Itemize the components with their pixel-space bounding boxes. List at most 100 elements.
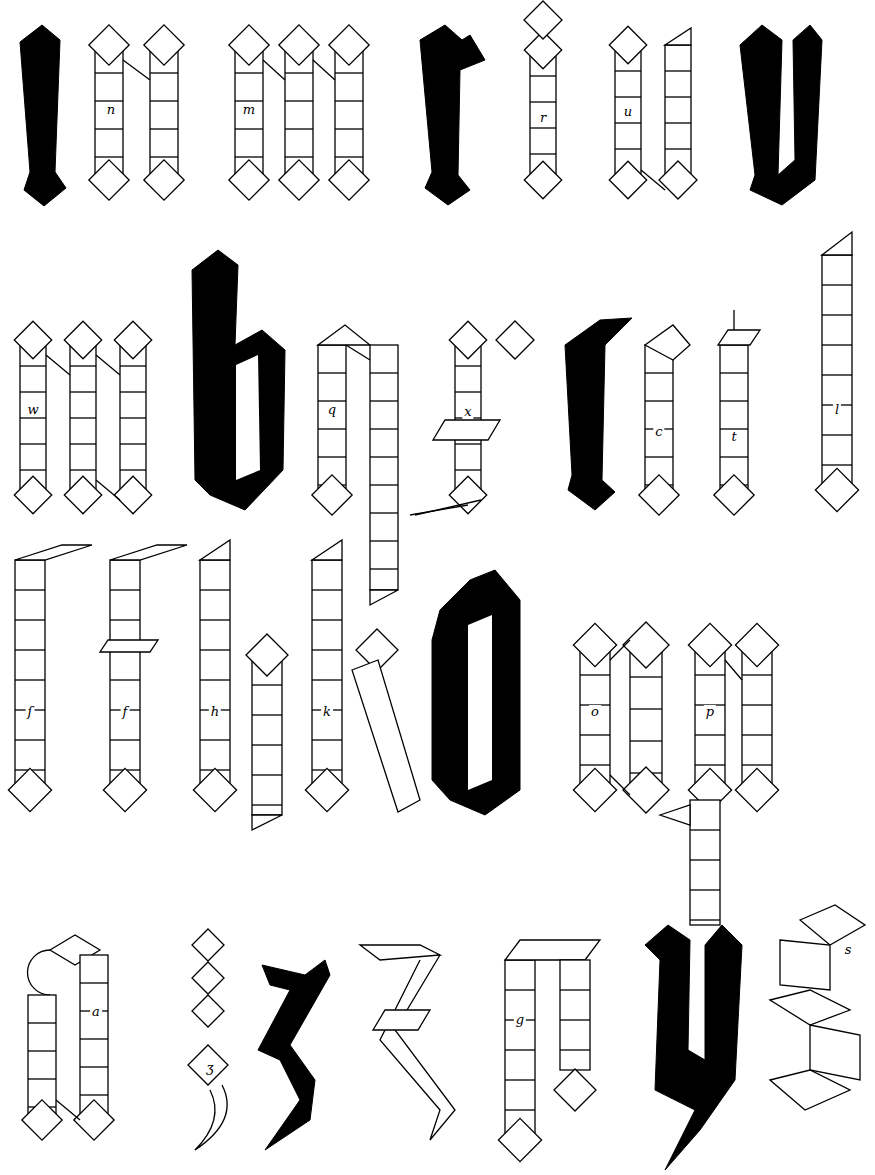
construction-line bbox=[200, 589, 230, 590]
construction-line bbox=[285, 72, 313, 73]
construction-line bbox=[610, 640, 630, 660]
construction-line bbox=[645, 372, 673, 373]
construction-line bbox=[252, 804, 282, 805]
letter-label: r bbox=[538, 111, 548, 125]
construction-line bbox=[645, 400, 673, 401]
construction-line bbox=[505, 1079, 535, 1080]
construction-line bbox=[665, 148, 691, 149]
outline-shape bbox=[373, 1010, 430, 1030]
letter-label: c bbox=[653, 425, 664, 439]
construction-line bbox=[370, 456, 398, 457]
construction-line bbox=[455, 469, 481, 470]
outline-shape bbox=[312, 475, 352, 515]
bowl-arc bbox=[28, 950, 50, 995]
construction-line bbox=[318, 428, 346, 429]
construction-line bbox=[110, 679, 140, 680]
outline-shape bbox=[192, 995, 224, 1027]
outline-shape bbox=[498, 1118, 541, 1161]
black-letter bbox=[432, 570, 520, 815]
letter-label: g bbox=[514, 1013, 526, 1027]
outline-shape bbox=[609, 26, 646, 63]
construction-line bbox=[665, 122, 691, 123]
construction-line bbox=[742, 764, 772, 765]
stem-column bbox=[690, 800, 720, 925]
stem-column bbox=[665, 45, 691, 180]
construction-line bbox=[80, 1038, 108, 1039]
outline-shape bbox=[100, 640, 158, 652]
construction-line bbox=[641, 170, 665, 190]
outline-shape bbox=[64, 321, 101, 358]
construction-line bbox=[46, 355, 70, 375]
outline-shape bbox=[623, 622, 669, 668]
construction-line bbox=[80, 1066, 108, 1067]
construction-line bbox=[95, 128, 123, 129]
construction-line bbox=[20, 391, 46, 392]
outline-shape bbox=[659, 161, 697, 199]
construction-line bbox=[252, 684, 282, 685]
outline-shape bbox=[193, 768, 236, 811]
outline-shape bbox=[89, 160, 129, 200]
stem-column bbox=[80, 955, 108, 1120]
construction-line bbox=[630, 708, 662, 709]
construction-line bbox=[70, 469, 96, 470]
construction-line bbox=[285, 156, 313, 157]
letter-label: q bbox=[326, 403, 338, 417]
construction-line bbox=[630, 740, 662, 741]
construction-line bbox=[665, 70, 691, 71]
construction-line bbox=[346, 345, 370, 360]
construction-line bbox=[200, 739, 230, 740]
construction-line bbox=[742, 704, 772, 705]
construction-line bbox=[370, 568, 398, 569]
construction-line bbox=[150, 128, 178, 129]
construction-line bbox=[318, 400, 346, 401]
outline-shape bbox=[360, 945, 440, 960]
construction-line bbox=[312, 649, 342, 650]
construction-line bbox=[695, 764, 725, 765]
construction-line bbox=[615, 148, 641, 149]
construction-line bbox=[120, 417, 146, 418]
outline-shape bbox=[735, 623, 778, 666]
construction-line bbox=[645, 456, 673, 457]
construction-line bbox=[252, 744, 282, 745]
construction-line bbox=[720, 400, 748, 401]
stem-column bbox=[20, 340, 46, 495]
construction-line bbox=[530, 101, 556, 102]
construction-line bbox=[822, 434, 852, 435]
construction-line bbox=[733, 310, 734, 330]
outline-shape bbox=[645, 325, 690, 360]
construction-line bbox=[822, 314, 852, 315]
letter-label: n bbox=[105, 103, 117, 117]
construction-line bbox=[370, 540, 398, 541]
outline-shape bbox=[329, 25, 369, 65]
stem-column bbox=[200, 560, 230, 790]
counter-space bbox=[468, 615, 492, 790]
letter-label: o bbox=[589, 705, 601, 719]
outline-shape bbox=[114, 321, 151, 358]
construction-line bbox=[370, 512, 398, 513]
construction-line bbox=[725, 660, 742, 680]
letter-label: h bbox=[209, 705, 221, 719]
outline-shape bbox=[639, 475, 679, 515]
construction-line bbox=[15, 739, 45, 740]
construction-line bbox=[110, 619, 140, 620]
letter-label: p bbox=[704, 705, 716, 719]
construction-line bbox=[15, 679, 45, 680]
construction-line bbox=[20, 469, 46, 470]
construction-line bbox=[370, 372, 398, 373]
stem-column bbox=[312, 560, 342, 790]
construction-line bbox=[313, 60, 335, 80]
construction-line bbox=[20, 443, 46, 444]
construction-line bbox=[235, 100, 263, 101]
construction-line bbox=[505, 1109, 535, 1110]
stem-column bbox=[120, 340, 146, 495]
tail-curve bbox=[195, 1085, 227, 1150]
stem-column bbox=[560, 960, 590, 1070]
construction-line bbox=[720, 372, 748, 373]
outline-shape bbox=[252, 815, 282, 830]
construction-line bbox=[560, 1019, 590, 1020]
construction-line bbox=[720, 456, 748, 457]
construction-line bbox=[96, 355, 120, 375]
outline-shape bbox=[496, 321, 534, 359]
construction-line bbox=[120, 391, 146, 392]
outline-shape bbox=[770, 1070, 850, 1110]
